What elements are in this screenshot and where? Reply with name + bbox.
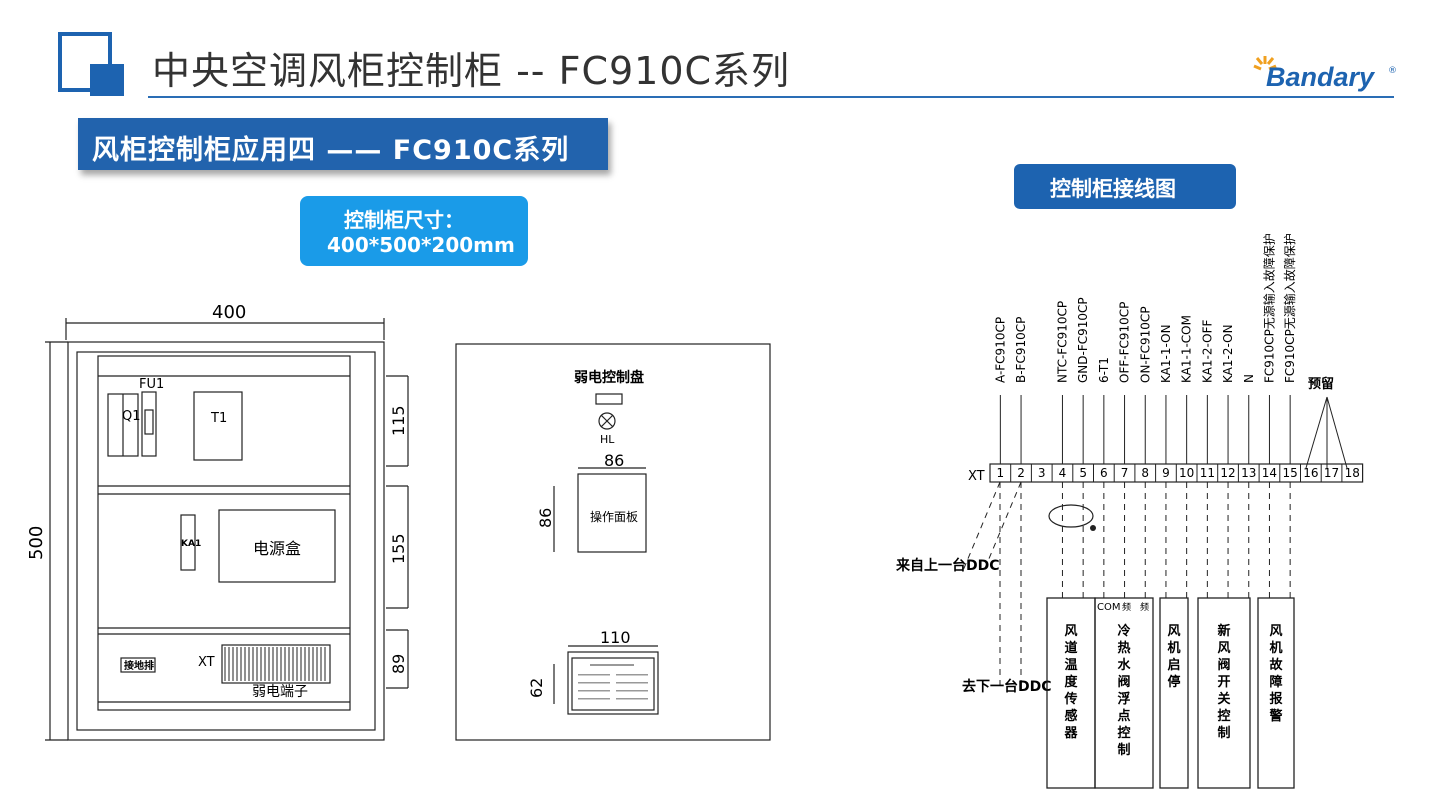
cabinet-width-label: 400 [212, 302, 246, 323]
section-banner: 风柜控制柜应用四 —— FC910C系列 [78, 118, 608, 170]
op-panel-label: 操作面板 [590, 509, 638, 524]
page-title: 中央空调风柜控制柜 -- FC910C系列 [152, 49, 791, 93]
device-box-5 [1257, 597, 1295, 789]
wiring-xt-label: XT [968, 469, 985, 484]
terminal-12: 12 [1220, 466, 1235, 480]
terminal-10: 10 [1179, 466, 1194, 480]
op-width-label: 86 [604, 451, 624, 470]
power-box-label: 电源盒 [253, 539, 301, 558]
plate-height-label: 62 [527, 678, 546, 698]
wiring-diagram-badge: 控制柜接线图 [1014, 164, 1236, 209]
brand-logo: Bandary [1266, 62, 1375, 92]
section-dim-2: 155 [389, 533, 408, 564]
terminal-17: 17 [1324, 466, 1339, 480]
panel-title: 弱电控制盘 [574, 369, 644, 386]
device-box-3 [1159, 597, 1189, 789]
signal-label-11: KA1-2-ON [1221, 324, 1235, 383]
size-label: 控制柜尺寸： [344, 208, 464, 232]
nameplate-lines [578, 664, 648, 700]
signal-label-8: KA1-1-ON [1159, 324, 1173, 383]
device-box-label-3: 风机启停 [1167, 624, 1180, 690]
header-logo-squares [58, 32, 124, 96]
sensor-node [1090, 525, 1096, 531]
com-a-label: 频 [1122, 601, 1131, 613]
device-box-label-4: 新风阀开关控制 [1217, 623, 1230, 741]
signal-lines [999, 395, 1291, 464]
sensor-loop [1048, 504, 1094, 528]
terminal-2: 2 [1017, 466, 1025, 480]
to-ddc-label: 去下一台DDC [962, 678, 1052, 695]
reserved-lines [1305, 396, 1348, 469]
registered-mark: ® [1388, 66, 1397, 76]
device-box-label-5: 风机故障报警 [1269, 624, 1283, 724]
signal-label-7: ON-FC910CP [1138, 306, 1152, 383]
ground-bar-label: 接地排 [124, 659, 154, 672]
terminal-11: 11 [1200, 466, 1215, 480]
terminal-16: 16 [1303, 466, 1318, 480]
wiring-diagram: A-FC910CP B-FC910CP NTC-FC910CP GND-FC910CP… [895, 233, 1364, 789]
hl-label: HL [600, 433, 615, 446]
device-box-4 [1197, 597, 1251, 789]
terminal-6: 6 [1100, 466, 1108, 480]
cabinet-front-drawing: 400 500 115 155 89 FU1 Q1 T1 KA1 电源盒 XT … [26, 302, 409, 741]
signal-label-3: NTC-FC910CP [1055, 301, 1069, 383]
terminal-4: 4 [1059, 466, 1067, 480]
terminal-18: 18 [1345, 466, 1360, 480]
signal-label-6: OFF-FC910CP [1118, 302, 1132, 383]
banner-title: 风柜控制柜应用四 —— FC910C系列 [92, 135, 570, 166]
device-box-label-2: 冷热水阀浮点控制 [1117, 623, 1131, 758]
terminal-15: 15 [1283, 466, 1298, 480]
signal-label-5: 6-T1 [1097, 357, 1111, 383]
signal-label-9: KA1-1-COM [1180, 315, 1194, 383]
section-dim-3: 89 [389, 654, 408, 674]
cabinet-door-drawing: 弱电控制盘 HL 86 86 操作面板 110 62 [455, 343, 771, 741]
terminal-9: 9 [1162, 466, 1170, 480]
size-value: 400*500*200mm [327, 233, 515, 257]
terminal-13: 13 [1241, 466, 1256, 480]
signal-label-14: FC910CP无源输入故障保护 [1282, 233, 1297, 383]
signal-labels: A-FC910CP B-FC910CP NTC-FC910CP GND-FC910CP… [993, 233, 1297, 383]
header-divider [148, 96, 1394, 98]
signal-label-4: GND-FC910CP [1076, 297, 1090, 383]
dashed-wires [961, 481, 1291, 685]
terminal-1: 1 [997, 466, 1005, 480]
device-box-2 [1094, 597, 1154, 789]
signal-label-12: N [1242, 374, 1256, 383]
com-label: COM [1097, 602, 1120, 613]
t1-label: T1 [210, 411, 227, 426]
signal-label-1: A-FC910CP [993, 317, 1007, 383]
q1-label: Q1 [122, 409, 141, 424]
fu1-label: FU1 [139, 377, 164, 392]
terminal-label: 弱电端子 [252, 684, 308, 700]
signal-label-10: KA1-2-OFF [1200, 320, 1214, 383]
plate-width-label: 110 [600, 628, 631, 647]
ka1-label: KA1 [181, 539, 201, 549]
xt-label: XT [198, 655, 215, 670]
terminal-7: 7 [1121, 466, 1129, 480]
from-ddc-label: 来自上一台DDC [895, 557, 1000, 574]
terminal-14: 14 [1262, 466, 1277, 480]
reserved-label: 预留 [1308, 376, 1334, 392]
ddc-in-wire-b [982, 481, 1022, 574]
terminal-5: 5 [1079, 466, 1087, 480]
sun-icon [1253, 56, 1277, 71]
device-box-label-1: 风道温度传感器 [1063, 624, 1078, 741]
section-dim-1: 115 [389, 405, 408, 436]
device-boxes: 风道温度传感器 冷热水阀浮点控制 风机启停 新风阀开关控制 风机故障报警 [1046, 597, 1295, 789]
terminal-8: 8 [1141, 466, 1149, 480]
cabinet-size-badge: 控制柜尺寸： 400*500*200mm [300, 196, 528, 266]
op-height-label: 86 [536, 508, 555, 528]
ddc-in-wire-a [961, 481, 1001, 574]
com-b-label: 频 [1140, 601, 1149, 613]
cabinet-height-label: 500 [26, 526, 47, 560]
signal-label-13: FC910CP无源输入故障保护 [1261, 233, 1276, 383]
signal-label-2: B-FC910CP [1014, 317, 1028, 383]
terminal-strip-ticks [224, 647, 326, 681]
terminal-3: 3 [1038, 466, 1046, 480]
wiring-title: 控制柜接线图 [1050, 177, 1176, 201]
